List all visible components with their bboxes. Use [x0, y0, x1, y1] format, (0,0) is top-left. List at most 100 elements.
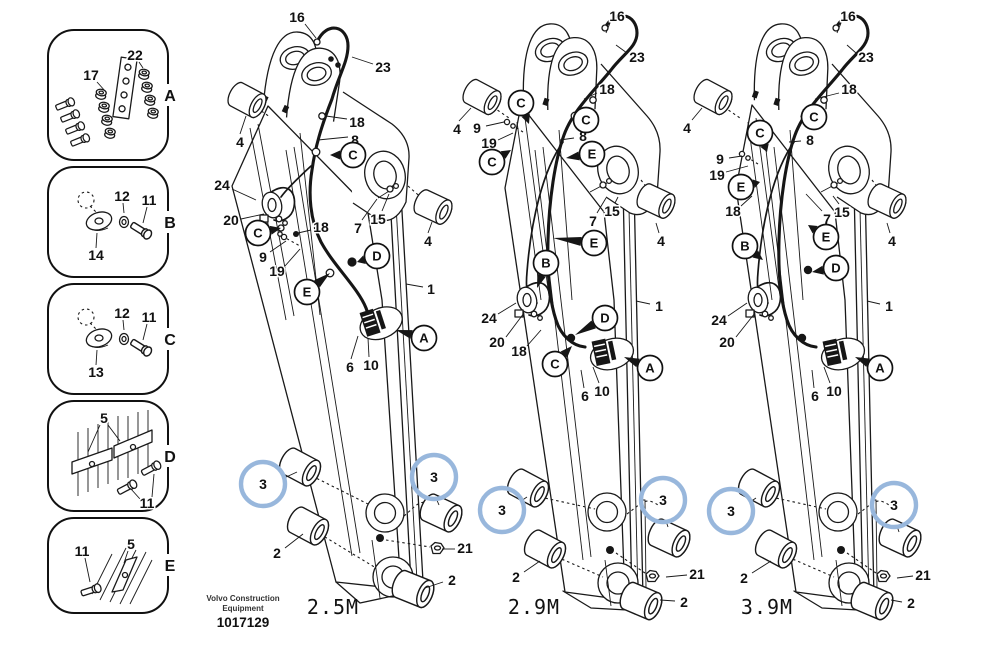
- leader-line: [615, 44, 628, 54]
- leader-line: [405, 283, 424, 288]
- leader-line: [614, 196, 619, 204]
- leader-line: [583, 92, 598, 100]
- leader-line: [485, 121, 505, 127]
- callout-number: 23: [629, 49, 645, 65]
- callout-letter: D: [372, 249, 381, 264]
- sidebar-callout-number: 17: [83, 67, 99, 83]
- callout-letter-circle: [244, 219, 272, 247]
- callout-number: 21: [457, 540, 473, 556]
- detail-box-letter: C: [164, 332, 176, 349]
- leader-line: [142, 206, 148, 224]
- callout-wedge: [760, 143, 769, 152]
- letter-mask: [162, 84, 178, 106]
- callout-number-highlighted: 3: [727, 503, 735, 519]
- leader-line: [284, 248, 301, 267]
- callout-number: 18: [841, 81, 857, 97]
- leader-line: [886, 222, 891, 234]
- leader-line: [580, 369, 585, 389]
- callout-letter: D: [831, 261, 840, 276]
- callout-letter: C: [809, 110, 819, 125]
- callout-number: 16: [840, 8, 856, 24]
- leader-line: [728, 155, 743, 159]
- leader-line: [497, 132, 514, 141]
- sidebar-callout-number: 5: [100, 410, 108, 426]
- callout-number: 10: [363, 357, 379, 373]
- callout-number: 8: [351, 132, 359, 148]
- detail-D-art: [71, 410, 163, 497]
- leader-line: [130, 488, 141, 500]
- callout-number: 23: [375, 59, 391, 75]
- leader-line: [231, 188, 257, 201]
- callout-wedge: [855, 357, 870, 367]
- leader-line: [735, 312, 756, 338]
- callout-letter: A: [875, 361, 885, 376]
- callout-number: 6: [581, 388, 589, 404]
- callout-number: 24: [481, 310, 497, 326]
- callout-number: 15: [834, 204, 850, 220]
- callout-number: 20: [719, 334, 735, 350]
- callout-letter-circle: [293, 278, 321, 306]
- leader-line: [107, 424, 121, 442]
- highlight-circle: [409, 452, 459, 502]
- callout-letter: C: [755, 126, 765, 141]
- leader-line: [896, 575, 914, 579]
- leader-line: [823, 366, 831, 384]
- sidebar-callout-number: 13: [88, 364, 104, 380]
- leader-line: [740, 195, 753, 207]
- highlight-circle: [477, 485, 527, 535]
- callout-wedge: [269, 225, 281, 235]
- callout-letter-circle: [746, 119, 774, 147]
- brand-line1: Volvo Construction: [206, 594, 279, 603]
- callout-letter-circle: [532, 249, 560, 277]
- callout-wedge: [812, 265, 824, 275]
- leader-line: [84, 557, 91, 583]
- boom-2-9m-overlay: [503, 118, 524, 133]
- leader-line: [240, 213, 265, 220]
- callout-number: 2: [907, 595, 915, 611]
- sidebar-callout-number: 12: [114, 188, 130, 204]
- callout-letter-circle: [572, 106, 600, 134]
- callout-wedge: [314, 273, 330, 288]
- callout-letter: A: [645, 361, 655, 376]
- callout-letter: B: [541, 256, 550, 271]
- highlight-circle: [638, 475, 688, 525]
- letter-mask: [162, 328, 178, 350]
- sidebar-callout-number: 5: [127, 536, 135, 552]
- callout-letter-circle: [339, 141, 367, 169]
- callout-number: 9: [259, 249, 267, 265]
- callout-number: 2: [680, 594, 688, 610]
- callout-letter: E: [590, 236, 599, 251]
- callout-number: 8: [579, 128, 587, 144]
- sidebar-callout-number: 11: [142, 309, 157, 325]
- callout-number: 21: [915, 567, 931, 583]
- sidebar-callout-number: 11: [140, 495, 155, 511]
- letter-mask: [162, 211, 178, 233]
- callout-number: 18: [511, 343, 527, 359]
- callout-number-highlighted: 3: [430, 469, 438, 485]
- callout-letter: C: [253, 226, 263, 241]
- callout-letter: A: [419, 331, 429, 346]
- callout-letter-circle: [507, 89, 535, 117]
- callout-letter-circle: [822, 254, 850, 282]
- callout-number: 9: [473, 120, 481, 136]
- callout-number: 10: [594, 383, 610, 399]
- callout-number: 8: [806, 132, 814, 148]
- leader-line: [361, 198, 378, 221]
- detail-box-letter: A: [164, 88, 176, 105]
- leader-line: [832, 195, 840, 205]
- callout-number: 1: [427, 281, 435, 297]
- callout-number: 7: [354, 220, 362, 236]
- callout-number: 16: [289, 9, 305, 25]
- boom-3-9m-overlay: [738, 150, 813, 275]
- leader-line: [458, 107, 472, 122]
- callout-wedge: [566, 151, 580, 161]
- leader-line: [269, 240, 287, 253]
- callout-number: 4: [888, 233, 896, 249]
- detail-box-letter: B: [164, 215, 176, 232]
- leader-line: [317, 136, 349, 141]
- footer: Volvo Construction Equipment 1017129: [206, 594, 279, 630]
- leader-line: [751, 560, 772, 574]
- letter-mask: [162, 445, 178, 467]
- callout-letter: E: [822, 230, 831, 245]
- leader-line: [596, 197, 607, 214]
